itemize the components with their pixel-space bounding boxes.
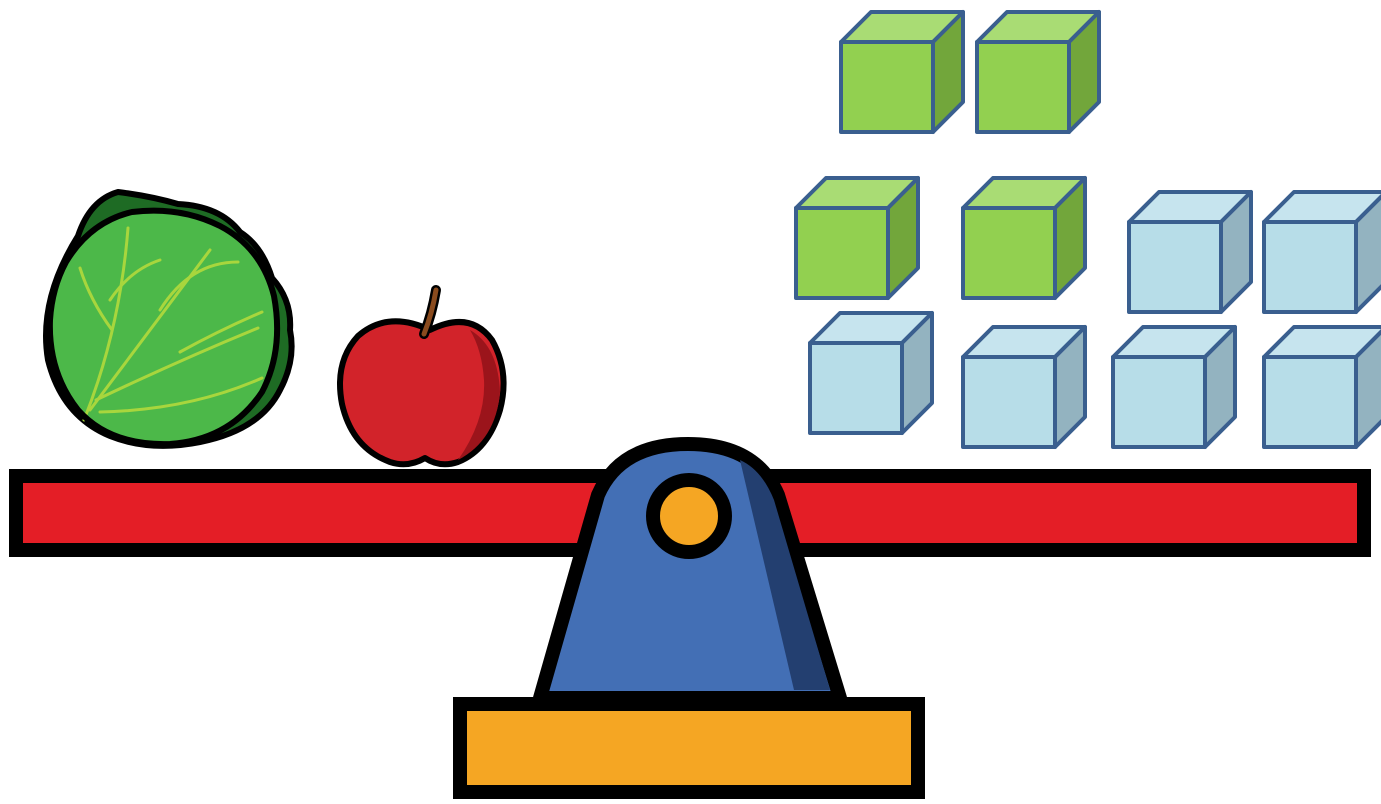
blue-cube-icon <box>1262 190 1381 314</box>
cube-group <box>794 10 1381 449</box>
green-cube-icon <box>839 10 965 134</box>
blue-cube-icon <box>1127 190 1253 314</box>
green-cube-icon <box>961 176 1087 300</box>
green-cube-icon <box>975 10 1101 134</box>
pivot-pin <box>646 473 732 559</box>
balance-base <box>453 697 925 799</box>
fulcrum <box>533 437 847 705</box>
blue-cube-icon <box>1262 325 1381 449</box>
blue-cube-icon <box>808 311 934 435</box>
cabbage-icon <box>43 189 295 449</box>
green-cube-icon <box>794 176 920 300</box>
blue-cube-icon <box>1111 325 1237 449</box>
blue-cube-icon <box>961 325 1087 449</box>
apple-icon <box>337 285 507 468</box>
